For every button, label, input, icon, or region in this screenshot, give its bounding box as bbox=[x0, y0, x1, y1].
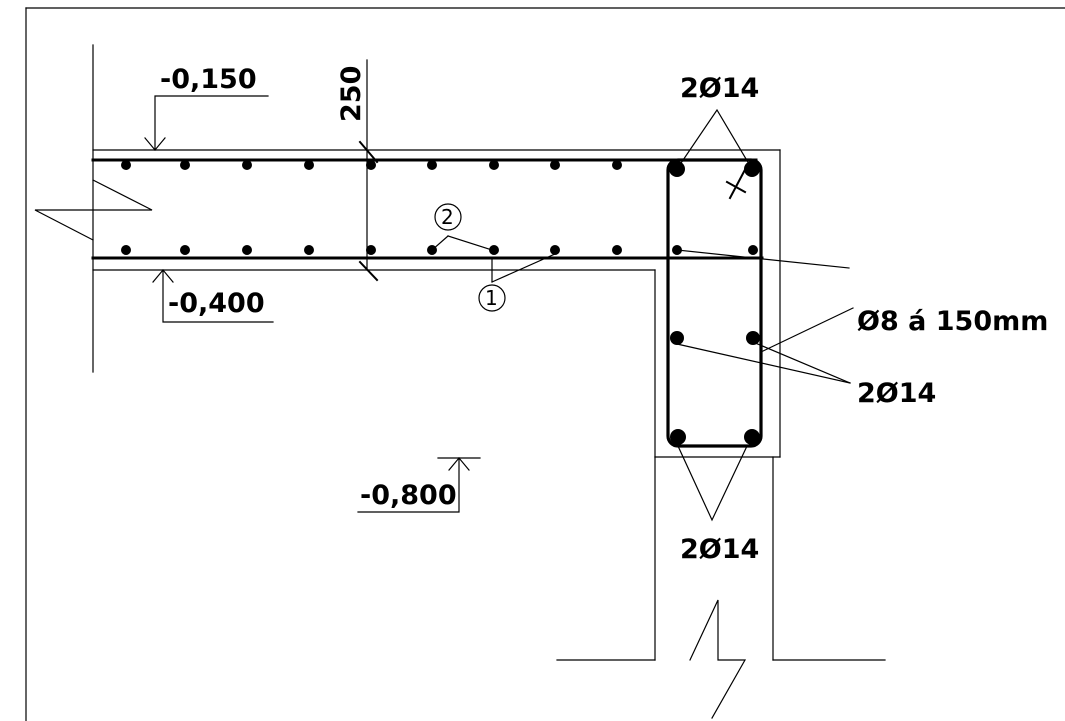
rebar-dot bbox=[489, 160, 499, 170]
rebar-dot bbox=[121, 245, 131, 255]
column-outline bbox=[654, 149, 781, 661]
top-rebar-dots bbox=[121, 160, 622, 170]
middle-bars-callout: 2Ø14 bbox=[676, 249, 936, 409]
middle-bars-label: 2Ø14 bbox=[857, 378, 936, 409]
bar-mark-1: 1 bbox=[478, 253, 556, 312]
rebar-dot bbox=[489, 245, 499, 255]
rebar-dot bbox=[242, 160, 252, 170]
drawing-frame bbox=[25, 7, 1065, 721]
thickness-dimension: 250 bbox=[336, 59, 379, 282]
rebar-dot bbox=[304, 160, 314, 170]
level-top-label: -0,150 bbox=[160, 64, 257, 95]
slab-outline bbox=[92, 149, 781, 271]
rebar-dot bbox=[427, 160, 437, 170]
rebar-dot bbox=[366, 160, 376, 170]
rebar-dot bbox=[670, 331, 684, 345]
bottom-rebar-dots bbox=[121, 245, 622, 255]
stirrup-label: Ø8 á 150mm bbox=[857, 306, 1048, 337]
bar-mark-2-label: 2 bbox=[441, 205, 454, 229]
rebar-dot bbox=[612, 245, 622, 255]
rebar-dot bbox=[366, 245, 376, 255]
rebar-dot bbox=[744, 429, 760, 445]
dimension-250-label: 250 bbox=[336, 66, 367, 122]
column-rebar-dots bbox=[669, 161, 760, 445]
rebar-dot bbox=[180, 160, 190, 170]
left-wall-outline bbox=[34, 44, 153, 373]
bottom-bars-label: 2Ø14 bbox=[680, 534, 759, 565]
rebar-dot bbox=[748, 245, 758, 255]
rebar-dot bbox=[550, 245, 560, 255]
bar-mark-1-label: 1 bbox=[485, 286, 498, 310]
stirrup-callout: Ø8 á 150mm bbox=[760, 306, 1048, 353]
level-bottom-label: -0,400 bbox=[168, 288, 265, 319]
rebar-dot bbox=[242, 245, 252, 255]
bar-mark-2: 2 bbox=[431, 203, 493, 251]
rebar-dot bbox=[121, 160, 131, 170]
rebar-dot bbox=[180, 245, 190, 255]
top-bars-callout: 2Ø14 bbox=[676, 73, 759, 170]
column-stirrup bbox=[666, 158, 763, 448]
rebar-dot bbox=[550, 160, 560, 170]
level-ground-label: -0,800 bbox=[360, 480, 457, 511]
level-marker-ground: -0,800 bbox=[357, 457, 481, 513]
footing-base bbox=[556, 599, 886, 719]
rebar-dot bbox=[612, 160, 622, 170]
bottom-bars-callout: 2Ø14 bbox=[677, 445, 759, 565]
top-bars-label: 2Ø14 bbox=[680, 73, 759, 104]
level-marker-slab-bottom: -0,400 bbox=[152, 269, 274, 323]
level-marker-top: -0,150 bbox=[144, 64, 269, 151]
rebar-dot bbox=[746, 331, 760, 345]
slab-reinforcement bbox=[91, 158, 764, 260]
rebar-dot bbox=[670, 429, 686, 445]
rebar-dot bbox=[304, 245, 314, 255]
